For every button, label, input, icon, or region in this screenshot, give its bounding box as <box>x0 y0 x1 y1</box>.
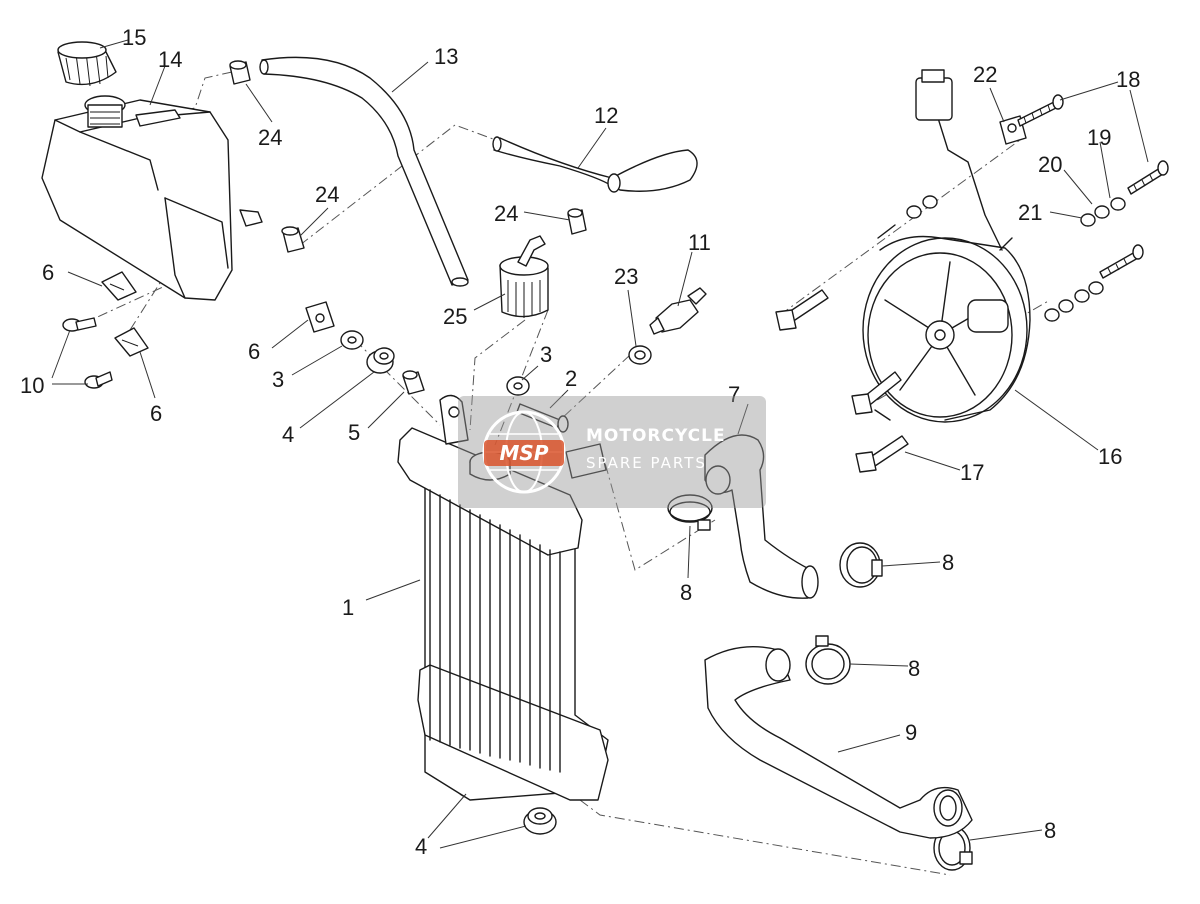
leader-lines <box>51 39 1149 849</box>
callout-4-upper: 4 <box>282 422 294 447</box>
callout-24-top: 24 <box>258 125 282 150</box>
callout-7: 7 <box>728 382 740 407</box>
washers-upper-row <box>906 195 1126 227</box>
callout-20: 20 <box>1038 152 1062 177</box>
callout-2: 2 <box>565 366 577 391</box>
callout-5: 5 <box>348 420 360 445</box>
radiator <box>397 394 609 801</box>
fan-screw-top <box>1017 94 1064 127</box>
washers-lower-row <box>1044 281 1104 322</box>
callout-3-left: 3 <box>272 367 284 392</box>
grommet-lower-right <box>523 807 557 835</box>
temperature-sensor <box>649 287 707 335</box>
spacer-bushing <box>402 370 425 395</box>
breather-hose <box>492 136 698 193</box>
watermark-line-1: MOTORCYCLE <box>586 426 726 446</box>
hose-sleeve-middle <box>281 226 305 253</box>
callout-8-right-middle: 8 <box>908 656 920 681</box>
callout-9: 9 <box>905 720 917 745</box>
fan-bolt-lower <box>855 435 909 473</box>
expansion-tank <box>41 95 263 301</box>
callout-8-lower: 8 <box>1044 818 1056 843</box>
callout-14: 14 <box>158 47 182 72</box>
callout-13: 13 <box>434 44 458 69</box>
clip-left-lower <box>114 327 149 357</box>
watermark-line-2: SPARE PARTS <box>586 454 707 472</box>
callout-4-lower: 4 <box>415 834 427 859</box>
callout-24-middle: 24 <box>315 182 339 207</box>
callout-12: 12 <box>594 103 618 128</box>
hose-clamp-right-upper <box>839 542 883 588</box>
callout-22: 22 <box>973 62 997 87</box>
washer-right <box>506 376 530 396</box>
callout-15: 15 <box>122 25 146 50</box>
hose-clamp-upper-left <box>667 494 713 531</box>
callout-6-upper: 6 <box>42 260 54 285</box>
callout-17: 17 <box>960 460 984 485</box>
clip-left-upper <box>101 271 137 301</box>
bolt-lower <box>84 371 113 389</box>
callout-10: 10 <box>20 373 44 398</box>
watermark: MSP MOTORCYCLE SPARE PARTS <box>458 396 766 508</box>
sensor-washer <box>628 345 652 365</box>
fan-screw-lower <box>1099 244 1144 279</box>
callout-6-lower: 6 <box>150 401 162 426</box>
fan-bolt-middle <box>851 371 902 415</box>
fan-screw-middle <box>1127 160 1169 195</box>
clip-center <box>305 301 335 333</box>
callout-6-middle: 6 <box>248 339 260 364</box>
callout-11: 11 <box>688 230 711 255</box>
grommet-upper <box>366 347 395 374</box>
watermark-logo-text: MSP <box>500 441 549 465</box>
fan-bolt-upper <box>775 289 829 331</box>
callout-24-right: 24 <box>494 201 518 226</box>
hose-sleeve-top <box>229 60 251 85</box>
callout-8-right-upper: 8 <box>942 550 954 575</box>
callout-21: 21 <box>1018 200 1042 225</box>
callout-8-left: 8 <box>680 580 692 605</box>
reservoir-cap <box>57 41 117 87</box>
bolt-upper <box>62 317 97 332</box>
overflow-hose <box>259 56 469 287</box>
lower-radiator-hose <box>704 645 973 839</box>
washer-left <box>340 330 364 350</box>
callout-18: 18 <box>1116 67 1140 92</box>
upper-radiator-hose <box>704 434 819 599</box>
callout-25: 25 <box>443 304 467 329</box>
callout-23: 23 <box>614 264 638 289</box>
callout-1: 1 <box>342 595 354 620</box>
callout-16: 16 <box>1098 444 1122 469</box>
callout-numbers: 15 14 13 12 24 24 24 11 23 25 6 6 6 10 3… <box>20 25 1140 859</box>
radiator-filler-cap <box>499 235 549 318</box>
callout-19: 19 <box>1087 125 1111 150</box>
callout-3-right: 3 <box>540 342 552 367</box>
cooling-fan <box>862 224 1031 423</box>
fan-wire-connector <box>915 69 1003 251</box>
hose-clamp-right-middle <box>805 635 851 685</box>
globe-logo-icon: MSP <box>482 410 566 494</box>
hose-sleeve-right <box>567 208 587 235</box>
